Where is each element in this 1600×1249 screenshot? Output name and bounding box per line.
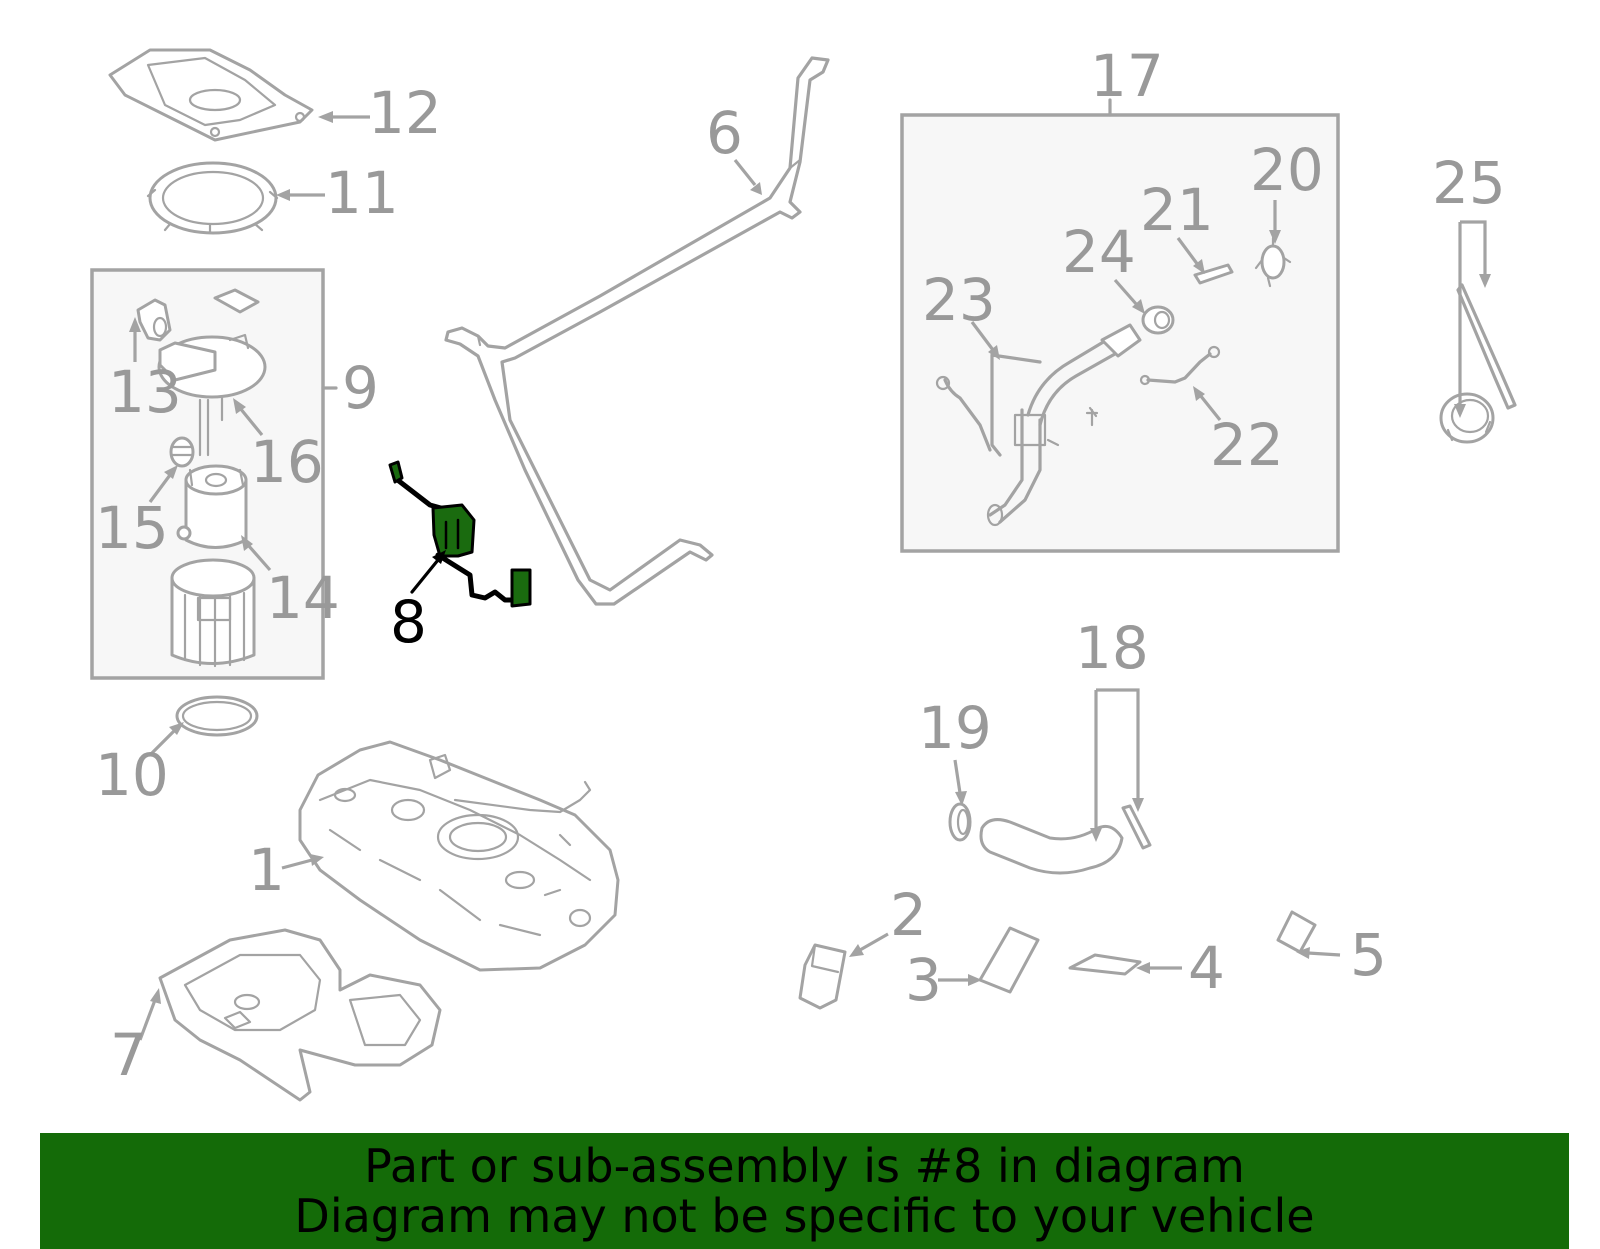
part-14-pump[interactable] — [176, 464, 248, 549]
callout-18: 18 — [1075, 614, 1149, 682]
callout-10: 10 — [95, 741, 169, 809]
part-11-lock-ring[interactable] — [146, 161, 279, 235]
callout-labels: 12 11 13 9 16 15 14 10 6 8 17 20 21 24 2… — [95, 42, 1506, 1089]
callout-25: 25 — [1432, 149, 1506, 217]
part-2-pad[interactable] — [798, 943, 847, 1010]
part-24-gasket[interactable] — [1141, 305, 1175, 335]
part-22-hose[interactable] — [1139, 345, 1221, 386]
callout-1: 1 — [248, 836, 285, 904]
part-20-valve[interactable] — [1254, 236, 1292, 288]
part-6-tank-strap[interactable] — [444, 56, 830, 606]
callout-3: 3 — [905, 946, 942, 1014]
callout-20: 20 — [1250, 136, 1324, 204]
callout-13: 13 — [108, 358, 182, 426]
callout-2: 2 — [890, 881, 927, 949]
callout-24: 24 — [1062, 218, 1136, 286]
callout-8: 8 — [390, 588, 427, 656]
info-banner: Part or sub-assembly is #8 in diagram Di… — [40, 1133, 1569, 1249]
part-7-heat-shield[interactable] — [158, 928, 442, 1102]
callout-7: 7 — [110, 1021, 147, 1089]
callout-14: 14 — [266, 564, 340, 632]
callout-21: 21 — [1140, 176, 1214, 244]
part-25-fuel-cap[interactable] — [1439, 283, 1517, 444]
part-16-pump-flange[interactable] — [157, 333, 267, 457]
callout-4: 4 — [1188, 934, 1225, 1002]
part-18-hose[interactable] — [979, 804, 1152, 875]
part-4-pad[interactable] — [1068, 953, 1142, 976]
part-15-filter[interactable] — [169, 436, 195, 468]
leader-lines — [129, 111, 1491, 1041]
callout-16: 16 — [250, 428, 324, 496]
part-12-cover-plate[interactable] — [108, 48, 314, 142]
callout-6: 6 — [706, 99, 743, 167]
part-1-fuel-tank[interactable] — [298, 740, 620, 972]
callout-11: 11 — [325, 159, 399, 227]
callout-12: 12 — [368, 79, 442, 147]
part-8-fuel-sender[interactable] — [388, 460, 532, 608]
part-10-o-ring[interactable] — [175, 695, 259, 737]
part-14-strainer-cup[interactable] — [170, 558, 256, 668]
part-19-clamp[interactable] — [948, 802, 972, 842]
banner-line-part-number: Part or sub-assembly is #8 in diagram — [364, 1139, 1245, 1193]
part-3-pad[interactable] — [978, 926, 1040, 994]
part-17-filler-neck[interactable] — [986, 323, 1142, 527]
part-21-clip[interactable] — [1193, 263, 1234, 285]
callout-15: 15 — [95, 494, 169, 562]
part-23-vent-tube[interactable] — [935, 353, 1042, 457]
callout-5: 5 — [1350, 921, 1387, 989]
callout-23: 23 — [922, 266, 996, 334]
banner-line-disclaimer: Diagram may not be specific to your vehi… — [294, 1189, 1315, 1243]
callout-9: 9 — [342, 354, 379, 422]
callout-22: 22 — [1210, 411, 1284, 479]
part-5-pad[interactable] — [1276, 910, 1317, 954]
callout-19: 19 — [918, 694, 992, 762]
callout-17: 17 — [1090, 42, 1164, 110]
part-13-connector[interactable] — [136, 298, 172, 342]
